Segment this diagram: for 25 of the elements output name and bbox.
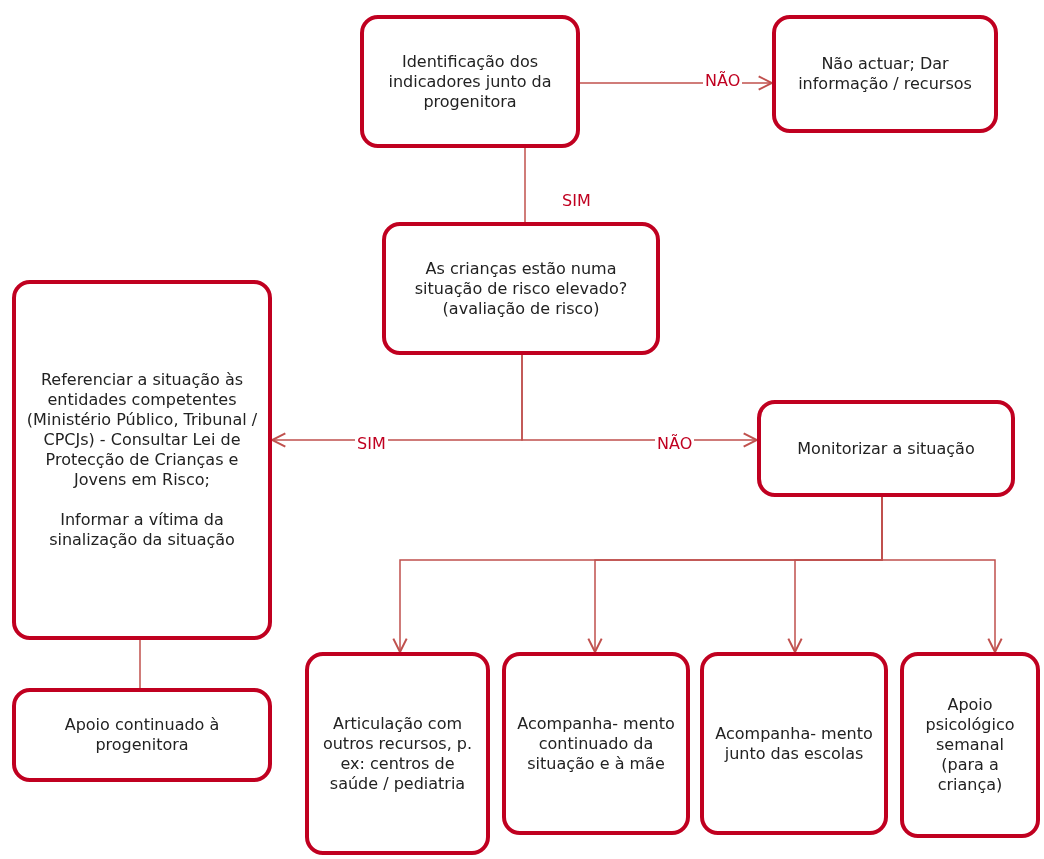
box-text: Apoio continuado à progenitora	[63, 715, 221, 755]
box-text: Acompanha- mento continuado da situação e à mãe	[516, 713, 676, 774]
box-text: Acompanha- mento junto das escolas	[714, 723, 874, 764]
process-box	[502, 652, 690, 835]
connector-line	[524, 147, 526, 223]
process-box	[12, 280, 272, 640]
box-text: Referenciar a situação às entidades competentes (Ministério Público, Tribunal / CPCJs) - Consultar Lei de Protecção de Crianças e Jovens em Risco;	[26, 370, 258, 490]
process-box	[772, 15, 998, 133]
box-text: As crianças estão numa situação de risco elevado? (avaliação de risco)	[413, 258, 629, 319]
process-box	[757, 400, 1015, 497]
box-text: Identificação dos indicadores junto da progenitora	[387, 51, 553, 112]
box-text: Articulação com outros recursos, p. ex: centros de saúde / pediatria	[321, 713, 474, 794]
box-text: Não actuar; Dar informação / recursos	[797, 54, 973, 94]
arrow	[881, 496, 1003, 653]
box-text: Apoio psicológico semanal (para a criança)	[924, 695, 1016, 795]
process-box	[382, 222, 660, 355]
box-text: Monitorizar a situação	[797, 438, 975, 459]
process-box	[305, 652, 490, 855]
box-text: Informar a vítima da sinalização da situação	[48, 510, 236, 550]
connector-line	[139, 639, 141, 689]
process-box	[700, 652, 888, 835]
process-box	[900, 652, 1040, 838]
process-box	[12, 688, 272, 782]
process-box	[360, 15, 580, 148]
arrow	[521, 354, 758, 448]
